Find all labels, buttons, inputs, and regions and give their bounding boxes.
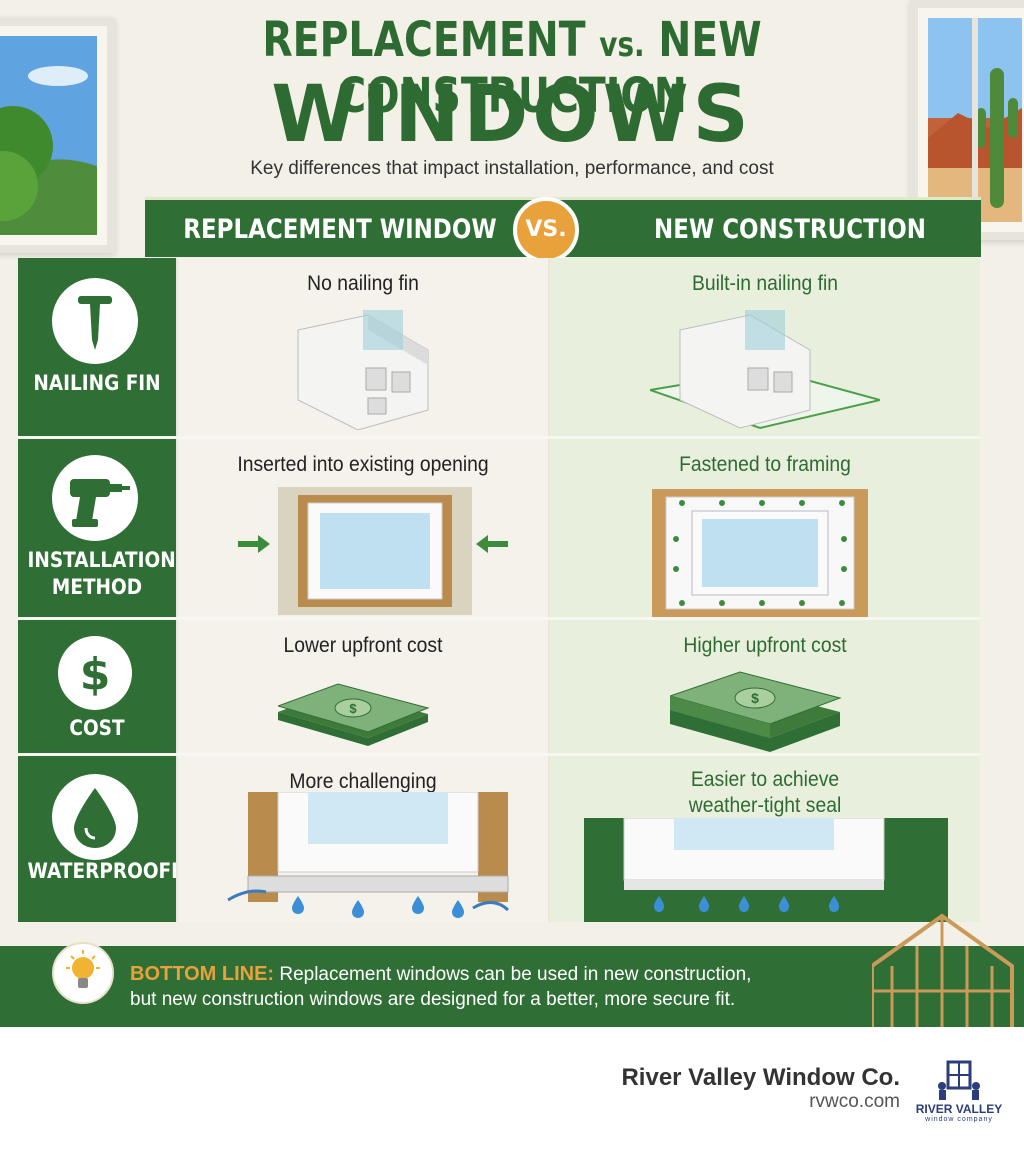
cell-text: Higher upfront cost — [683, 634, 847, 657]
bottom-line-banner — [0, 913, 1024, 1027]
logo-text: RIVER VALLEY — [915, 1102, 1003, 1116]
row-cost: $ COST Lower upfront cost $ Higher upfro… — [18, 620, 980, 753]
category-cell: INSTALLATION METHOD — [18, 439, 176, 617]
cell-text: Inserted into existing opening — [237, 453, 489, 476]
bottom-line-label: BOTTOM LINE: — [130, 963, 275, 985]
svg-text:$: $ — [751, 690, 759, 706]
svg-text:$: $ — [80, 649, 111, 700]
infographic: REPLACEMENT vs. NEW CONSTRUCTION WINDOWS… — [0, 0, 1024, 1027]
cell-text-line1: Easier to achieve — [690, 768, 840, 791]
category-label-line2: METHOD — [51, 575, 143, 599]
header-new-construction-window: NEW CONSTRUCTION WINDOW — [654, 214, 926, 305]
title-word-new-construction: NEW CONSTRUCTION — [337, 12, 762, 124]
category-label: WATERPROOFING — [27, 859, 209, 883]
cell-replacement-waterproofing: More challenging — [176, 756, 548, 922]
large-money-stack: $ — [670, 671, 842, 752]
header-replacement-window: REPLACEMENT WINDOW — [183, 214, 497, 245]
vs-badge: VS. — [513, 197, 579, 263]
window-frame-profile-with-fin — [650, 310, 880, 430]
footer-company-name: River Valley Window Co. — [621, 1064, 900, 1091]
title-line2: WINDOWS — [271, 70, 753, 160]
logo-window-mark-icon — [938, 1060, 980, 1100]
cell-text-line2: weather-tight seal — [688, 794, 842, 817]
leaky-window-sill — [227, 792, 510, 918]
lightbulb-icon — [52, 942, 114, 1004]
window-in-existing-opening — [238, 487, 508, 615]
row-installation-method: INSTALLATION METHOD Inserted into existi… — [18, 439, 980, 617]
row-separator — [18, 436, 980, 439]
bottom-line-sentence1: Replacement windows can be used in new c… — [279, 964, 752, 985]
cell-text: Fastened to framing — [679, 453, 851, 476]
decorative-window-right — [910, 0, 1024, 240]
drill-icon — [52, 455, 138, 541]
svg-text:$: $ — [349, 701, 357, 716]
cell-replacement-installation: Inserted into existing opening — [176, 439, 548, 617]
cell-replacement-nailing-fin: No nailing fin — [176, 258, 548, 436]
nail-icon — [52, 278, 138, 364]
category-cell: WATERPROOFING — [18, 756, 209, 922]
small-money-stack: $ — [278, 683, 430, 746]
cell-new-construction-waterproofing: Easier to achieve weather-tight seal — [548, 756, 980, 922]
category-label: NAILING FIN — [33, 371, 161, 395]
title-line1: REPLACEMENT vs. NEW CONSTRUCTION — [92, 12, 932, 124]
category-label: COST — [69, 716, 125, 740]
cell-new-construction-cost: Higher upfront cost $ — [548, 620, 980, 753]
category-cell: NAILING FIN — [18, 258, 176, 436]
cell-text: Built-in nailing fin — [691, 272, 839, 295]
row-nailing-fin: NAILING FIN No nailing fin Built-in nail… — [18, 258, 980, 436]
window-frame-profile-no-fin — [297, 310, 429, 430]
sealed-window-sill — [584, 818, 948, 922]
cell-replacement-cost: Lower upfront cost $ — [176, 620, 548, 753]
decorative-window-left — [0, 18, 115, 253]
footer-website-link[interactable]: rvwco.com — [809, 1091, 900, 1112]
cell-new-construction-installation: Fastened to framing — [548, 439, 980, 617]
company-logo: RIVER VALLEY window company — [914, 1058, 1004, 1130]
cell-text: Lower upfront cost — [283, 634, 443, 657]
water-drop-icon — [52, 774, 138, 860]
cell-text: No nailing fin — [307, 272, 419, 295]
category-label-line1: INSTALLATION — [27, 548, 176, 572]
window-fastened-to-framing — [652, 489, 868, 617]
row-waterproofing: WATERPROOFING More challenging — [18, 756, 980, 922]
dollar-icon: $ — [58, 636, 132, 710]
bottom-line-text-line1: BOTTOM LINE: Replacement windows can be … — [130, 963, 751, 986]
bottom-line-text-line2: but new construction windows are designe… — [130, 989, 736, 1010]
logo-subtext: window company — [925, 1116, 993, 1123]
house-frame-illustration — [872, 913, 1014, 1027]
subtitle: Key differences that impact installation… — [250, 158, 774, 179]
row-separator — [18, 617, 980, 620]
title-word-replacement: REPLACEMENT — [262, 12, 586, 68]
title-vs: vs. — [599, 25, 645, 65]
category-cell: $ COST — [18, 620, 176, 753]
cell-new-construction-nailing-fin: Built-in nailing fin — [548, 258, 980, 436]
row-separator — [18, 753, 980, 756]
cell-text: More challenging — [289, 770, 437, 793]
